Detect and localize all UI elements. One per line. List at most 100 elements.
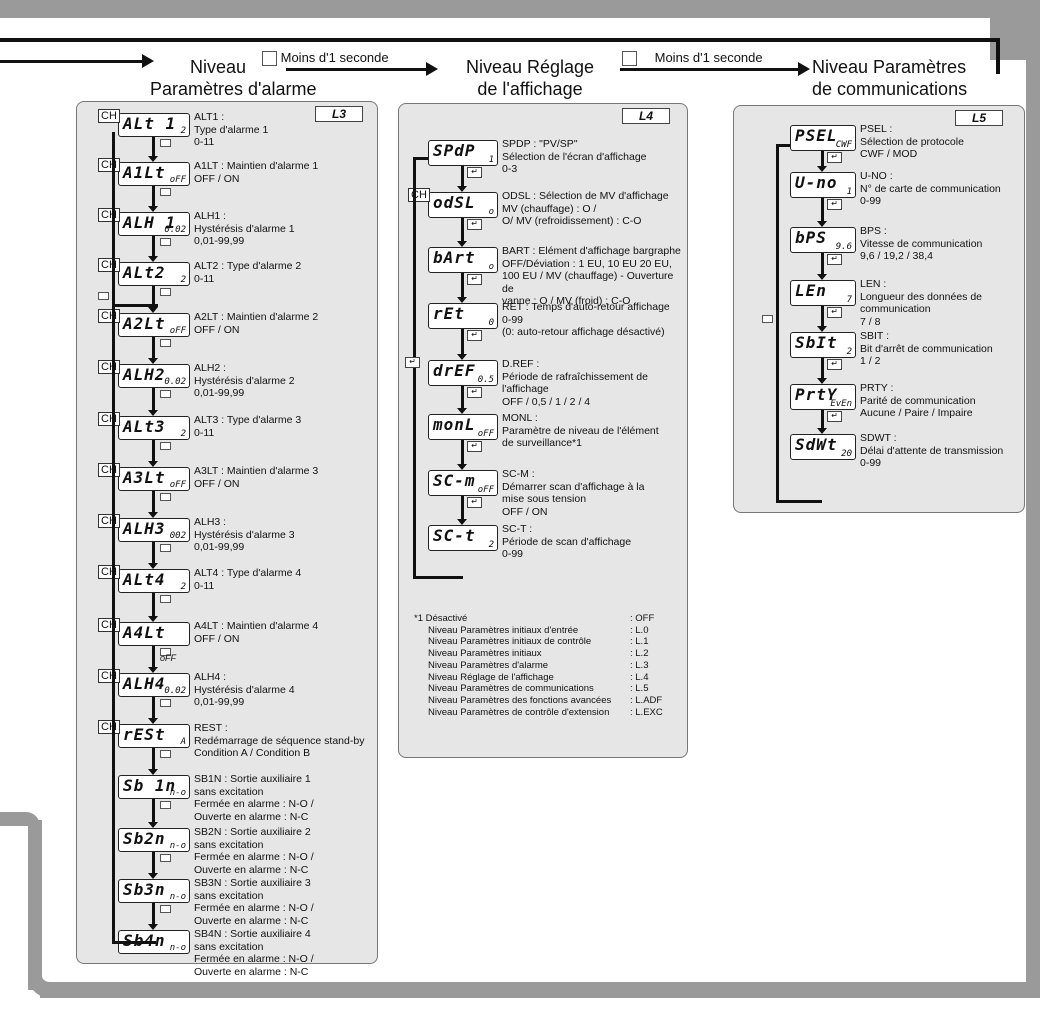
description-line: SBIT : <box>860 330 889 342</box>
lcd-mnemonic: LEn <box>795 281 827 300</box>
down-arrow-line <box>152 491 155 513</box>
ch-badge: CH <box>98 618 120 632</box>
description-line: SC-T : <box>502 523 533 535</box>
return-key-icon: ↵ <box>467 274 482 285</box>
return-key-icon: ↵ <box>827 199 842 210</box>
down-arrow-head <box>148 924 158 930</box>
down-arrow-line <box>152 799 155 823</box>
description-line: MV (chauffage) : O / <box>502 202 597 215</box>
key-icon <box>160 288 171 296</box>
description-line: SC-M : <box>502 468 535 480</box>
down-arrow-head <box>817 274 827 280</box>
ch-badge: CH <box>98 158 120 172</box>
footnote-label: Niveau Paramètres des fonctions avancées <box>428 694 612 706</box>
frame-top <box>0 0 1040 18</box>
down-arrow-head <box>148 822 158 828</box>
down-arrow-head <box>457 297 467 303</box>
lcd-subvalue: 0.5 <box>477 375 494 385</box>
description-line: sans excitation <box>194 785 264 798</box>
description-line: A4LT : Maintien d'alarme 4 <box>194 620 319 632</box>
description-line: sans excitation <box>194 940 264 953</box>
description-line: Hystérésis d'alarme 3 <box>194 528 295 541</box>
description-line: OFF / ON <box>194 172 240 185</box>
footnote-value: : L.4 <box>630 671 649 683</box>
down-arrow-head <box>148 410 158 416</box>
description-line: mise sous tension <box>502 493 587 505</box>
down-arrow-line <box>461 218 464 242</box>
down-arrow-head <box>817 378 827 384</box>
return-key-icon: ↵ <box>467 497 482 508</box>
ch-badge: CH <box>408 188 430 202</box>
description-line: Vitesse de communication <box>860 237 983 250</box>
lcd-subvalue: 2 <box>180 275 186 285</box>
footnote-value: : OFF <box>630 613 655 624</box>
alarm-loop-bottom <box>112 941 156 944</box>
description-line: Bit d'arrêt de communication <box>860 342 993 355</box>
down-arrow-line <box>152 903 155 925</box>
description-line: 100 EU / MV (chauffage) - Ouverture de <box>502 270 674 295</box>
description-line: 0,01-99,99 <box>194 235 245 247</box>
description-line: Sélection de l'écran d'affichage <box>502 150 647 163</box>
description-line: N° de carte de communication <box>860 182 1001 195</box>
down-arrow-head <box>457 519 467 525</box>
down-arrow-head <box>817 221 827 227</box>
description-line: l'affichage <box>502 383 549 395</box>
lcd-mnemonic: PSEL <box>795 126 838 145</box>
description-line: (0: auto-retour affichage désactivé) <box>502 326 665 338</box>
down-arrow-line <box>152 440 155 462</box>
description-line: 0-99 <box>860 457 882 469</box>
description-line: sans excitation <box>194 889 264 902</box>
key-icon <box>160 905 171 913</box>
description-line: Type d'alarme 1 <box>194 123 269 136</box>
lcd-subvalue: oFF <box>477 485 494 495</box>
panel-display-code: L4 <box>622 108 670 124</box>
lcd-subvalue: oFF <box>169 326 186 336</box>
lcd-mnemonic: ALt 1 <box>123 114 177 133</box>
down-arrow-line <box>461 166 464 187</box>
down-arrow-line <box>152 697 155 719</box>
down-arrow-line <box>821 151 824 167</box>
description-line: OFF / ON <box>502 505 548 518</box>
down-arrow-head <box>457 186 467 192</box>
description-line: 0-11 <box>194 136 215 148</box>
description-line: Ouverte en alarme : N-C <box>194 810 309 823</box>
description-line: RET : Temps d'auto-retour affichage <box>502 301 670 313</box>
lcd-subvalue: 2 <box>488 540 494 550</box>
description-line: Fermée en alarme : N-O / <box>194 798 314 810</box>
comm-loop-bottom <box>776 500 822 503</box>
down-arrow-head <box>817 326 827 332</box>
down-arrow-line <box>152 286 155 308</box>
key-icon <box>160 699 171 707</box>
footnote-label: Niveau Paramètres initiaux de contrôle <box>428 636 592 648</box>
frame-bottom-left-curve <box>28 950 68 998</box>
lcd-mnemonic: rEt <box>433 304 465 323</box>
lcd-mnemonic: SC-t <box>433 526 476 545</box>
description-line: OFF / ON <box>194 632 240 645</box>
level-display-line2: de l'affichage <box>477 79 583 99</box>
down-arrow-line <box>152 137 155 157</box>
footnote-label: Niveau Paramètres initiaux <box>428 648 542 660</box>
return-key-icon: ↵ <box>827 359 842 370</box>
description-line: Longueur des données de <box>860 290 983 303</box>
lcd-display: A4Lt <box>118 622 190 646</box>
description-line: ALH4 : <box>194 671 227 683</box>
